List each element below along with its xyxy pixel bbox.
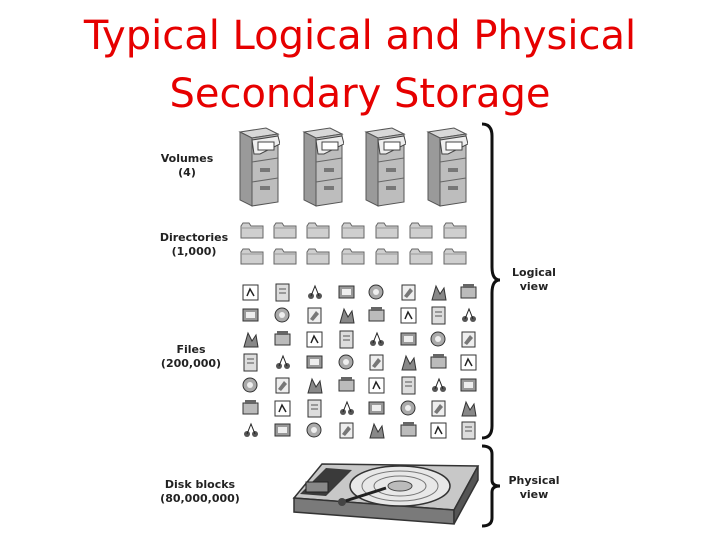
file-icon <box>458 375 479 396</box>
file-icon <box>398 282 419 303</box>
file-icon <box>336 305 357 326</box>
directories-label-count: (1,000) <box>171 245 217 258</box>
folder-icon <box>375 222 399 239</box>
volumes-label-count: (4) <box>178 166 196 179</box>
file-icon <box>366 375 387 396</box>
file-icon <box>304 305 325 326</box>
file-icon <box>428 305 449 326</box>
file-icon <box>458 305 479 326</box>
file-icon <box>428 398 449 419</box>
file-icon <box>458 329 479 350</box>
file-icon <box>304 329 325 350</box>
physical-view-brace <box>481 444 501 528</box>
file-icon <box>272 282 293 303</box>
file-icon <box>272 329 293 350</box>
files-label-count: (200,000) <box>160 357 222 370</box>
disk-blocks-label-name: Disk blocks <box>164 478 236 491</box>
file-icon <box>428 329 449 350</box>
folder-icon <box>306 248 330 265</box>
file-icon <box>398 398 419 419</box>
file-icon <box>366 352 387 373</box>
file-icon <box>366 282 387 303</box>
folder-icon <box>240 248 264 265</box>
file-icon <box>366 398 387 419</box>
file-icon <box>240 352 261 373</box>
folder-icon <box>443 248 467 265</box>
file-icon <box>458 398 479 419</box>
logical-view-label-line-2: view <box>519 280 549 293</box>
file-icon <box>398 329 419 350</box>
file-icon <box>398 420 419 441</box>
file-icon <box>272 375 293 396</box>
file-icon <box>272 305 293 326</box>
file-icon <box>240 329 261 350</box>
folder-icon <box>273 248 297 265</box>
folder-icon <box>409 248 433 265</box>
folder-icon <box>341 222 365 239</box>
file-icon <box>304 282 325 303</box>
file-icon <box>304 420 325 441</box>
file-icon <box>398 305 419 326</box>
file-icon <box>304 398 325 419</box>
file-cabinet-icon <box>300 124 345 208</box>
file-cabinet-icon <box>236 124 281 208</box>
file-icon <box>240 398 261 419</box>
file-icon <box>336 329 357 350</box>
logical-view-label-line-1: Logical <box>512 266 556 279</box>
logical-view-label: Logical view <box>506 266 562 294</box>
file-icon <box>428 420 449 441</box>
logical-view-brace <box>481 122 501 440</box>
file-icon <box>304 375 325 396</box>
disk-blocks-label-count: (80,000,000) <box>160 492 240 505</box>
file-icon <box>428 282 449 303</box>
folder-icon <box>341 248 365 265</box>
directories-label: Directories (1,000) <box>154 231 234 259</box>
file-icon <box>240 375 261 396</box>
folder-icon <box>240 222 264 239</box>
file-icon <box>336 398 357 419</box>
file-icon <box>336 352 357 373</box>
folder-icon <box>273 222 297 239</box>
file-icon <box>458 282 479 303</box>
physical-view-label-line-2: view <box>519 488 549 501</box>
file-icon <box>304 352 325 373</box>
files-label: Files (200,000) <box>152 343 230 371</box>
volumes-label: Volumes (4) <box>152 152 222 180</box>
file-icon <box>272 398 293 419</box>
files-label-name: Files <box>176 343 206 356</box>
file-icon <box>240 305 261 326</box>
file-icon <box>366 329 387 350</box>
hard-disk-icon <box>292 463 480 525</box>
file-icon <box>398 375 419 396</box>
file-icon <box>428 352 449 373</box>
file-icon <box>366 420 387 441</box>
file-icon <box>366 305 387 326</box>
disk-blocks-label: Disk blocks (80,000,000) <box>150 478 250 506</box>
file-icon <box>458 352 479 373</box>
file-icon <box>428 375 449 396</box>
folder-icon <box>306 222 330 239</box>
directories-label-name: Directories <box>159 231 229 244</box>
file-icon <box>458 420 479 441</box>
volumes-label-name: Volumes <box>160 152 214 165</box>
file-cabinet-icon <box>424 124 469 208</box>
file-icon <box>240 420 261 441</box>
file-cabinet-icon <box>362 124 407 208</box>
file-icon <box>240 282 261 303</box>
physical-view-label-line-1: Physical <box>508 474 560 487</box>
folder-icon <box>375 248 399 265</box>
file-icon <box>336 282 357 303</box>
folder-icon <box>409 222 433 239</box>
file-icon <box>336 375 357 396</box>
file-icon <box>336 420 357 441</box>
file-icon <box>398 352 419 373</box>
file-icon <box>272 420 293 441</box>
file-icon <box>272 352 293 373</box>
page-title-line-1: Typical Logical and Physical <box>83 13 637 59</box>
folder-icon <box>443 222 467 239</box>
page-title-line-2: Secondary Storage <box>169 71 551 117</box>
physical-view-label: Physical view <box>504 474 564 502</box>
